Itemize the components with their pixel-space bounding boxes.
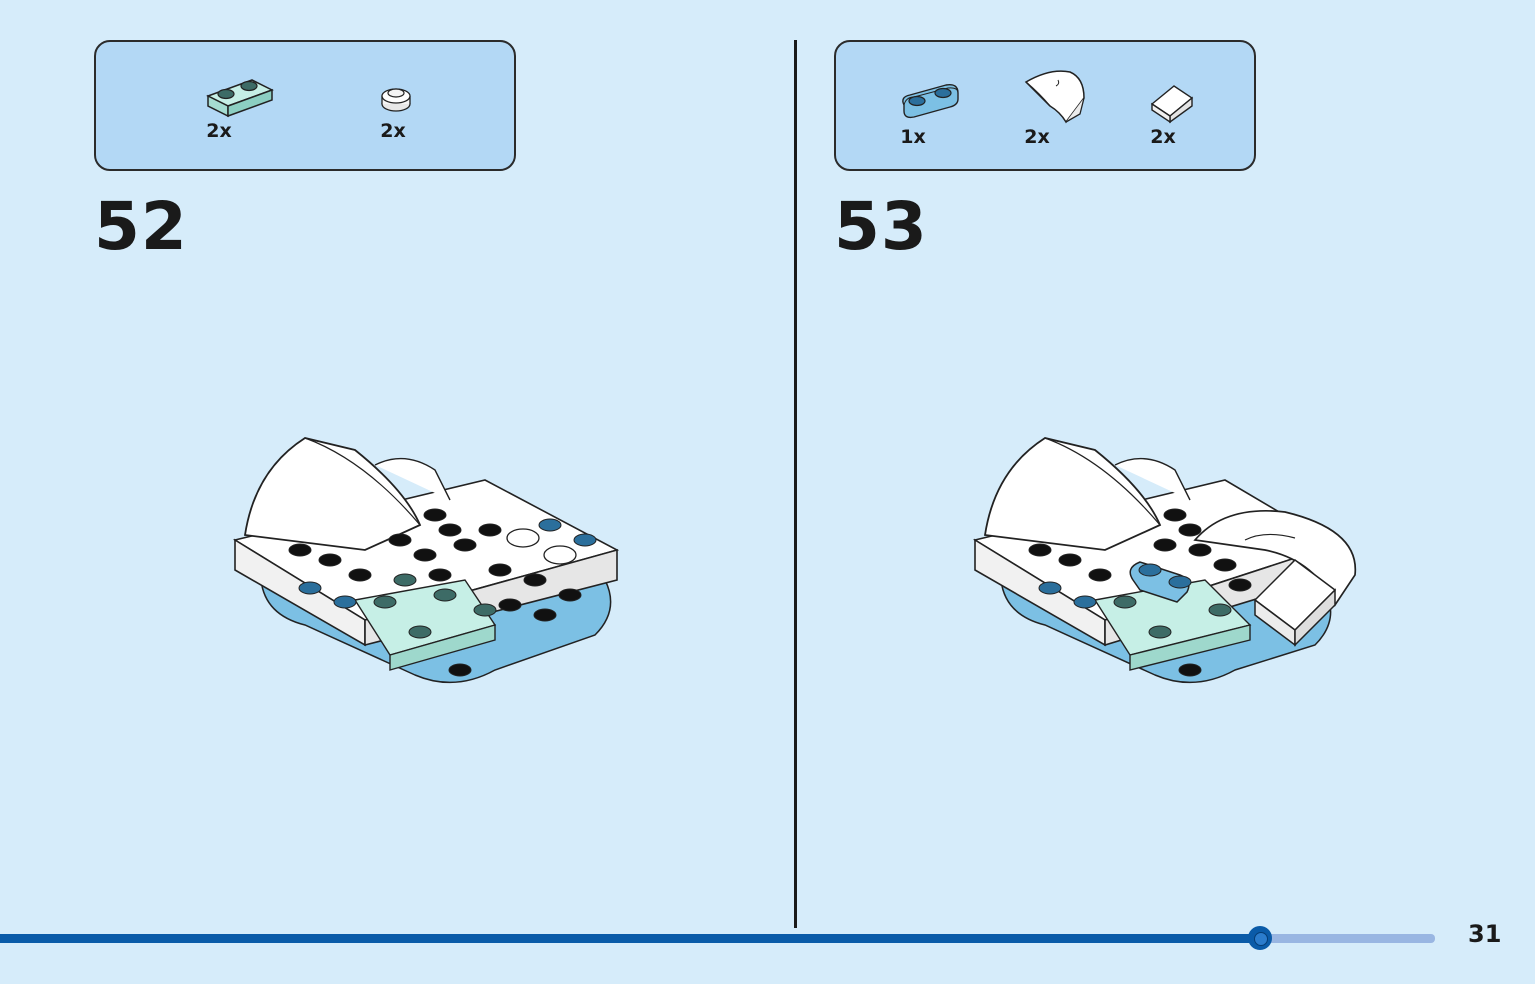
parts-callout-step-53: 1x 2x 2x [834, 40, 1256, 171]
round-plate-1x1-white-icon [372, 82, 472, 182]
slope-1x1-white-icon [1148, 80, 1248, 180]
progress-fill [0, 934, 1260, 943]
part-quantity: 2x [206, 120, 232, 142]
page-divider [794, 40, 797, 928]
curved-slope-white-icon [1020, 64, 1120, 164]
step-number: 53 [834, 188, 928, 265]
step-53-model-illustration [972, 437, 1357, 684]
step-number: 52 [94, 188, 188, 265]
step-52-model-illustration [232, 437, 620, 684]
part-quantity: 2x [1024, 126, 1050, 148]
page-number: 31 [1468, 920, 1502, 948]
part-quantity: 2x [380, 120, 406, 142]
plate-1x2-trans-light-blue-icon [196, 64, 296, 164]
parts-callout-step-52: 2x 2x [94, 40, 516, 171]
part-quantity: 2x [1150, 126, 1176, 148]
progress-knob[interactable] [1248, 926, 1272, 950]
part-quantity: 1x [900, 126, 926, 148]
plate-1x2-rounded-medium-azure-icon [896, 77, 996, 177]
